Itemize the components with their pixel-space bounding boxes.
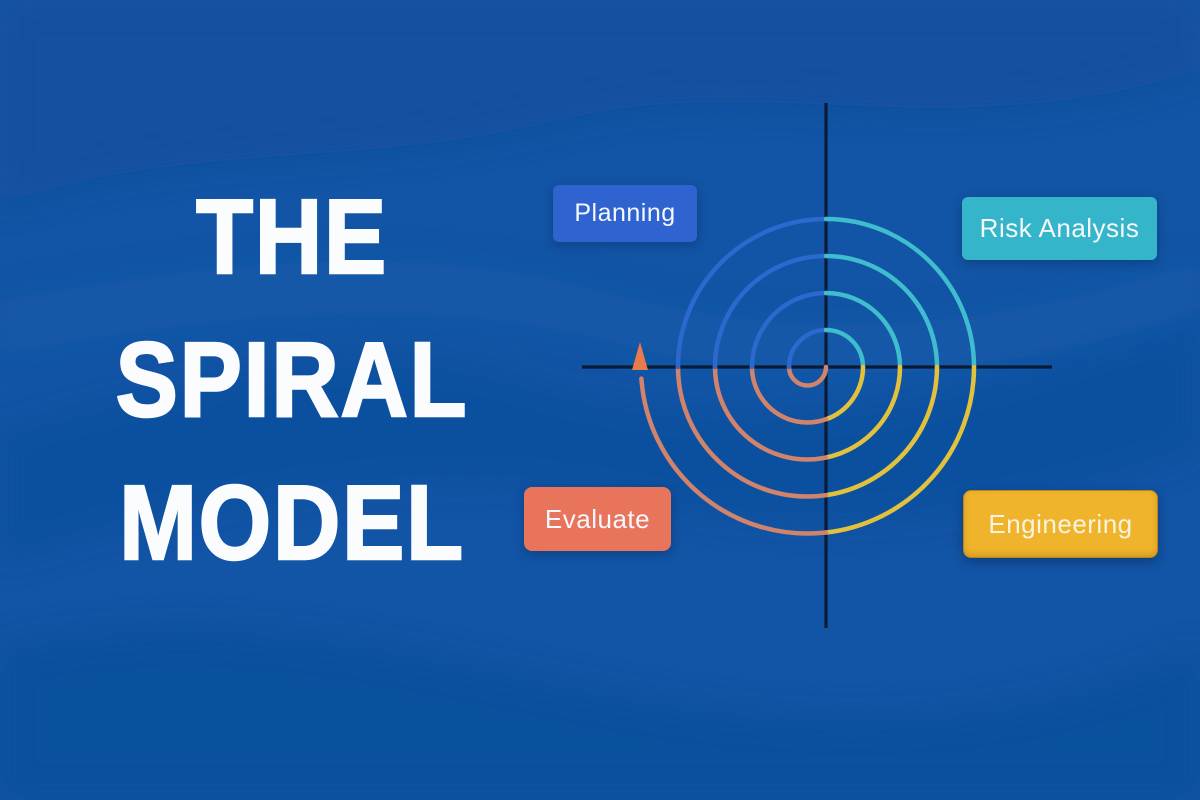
label-engineering-text: Engineering: [988, 508, 1133, 539]
spiral-arc: [749, 364, 829, 425]
wave-middle-light: [0, 260, 1200, 374]
wave-bottom: [0, 630, 1200, 800]
arrow-icon: [632, 342, 648, 370]
title-line-1: THE: [195, 177, 388, 298]
page-title: THE SPIRAL MODEL: [85, 166, 499, 595]
spiral-arc: [823, 364, 940, 498]
title-line-2: SPIRAL: [115, 320, 469, 441]
spiral-arc: [712, 253, 829, 370]
label-engineering: Engineering: [963, 490, 1158, 558]
spiral-arc: [823, 290, 903, 370]
label-risk-analysis: Risk Analysis: [962, 197, 1157, 260]
spiral: [639, 216, 977, 536]
spiral-arc: [749, 290, 829, 370]
wave-top: [0, 0, 1200, 205]
spiral-arc: [823, 364, 977, 535]
spiral-arc: [823, 364, 903, 460]
label-evaluate: Evaluate: [524, 487, 671, 551]
spiral-arc: [675, 364, 829, 499]
wave-diagonal: [0, 325, 1200, 560]
spiral-arc: [823, 364, 866, 422]
spiral-arc: [786, 327, 829, 370]
spiral-arc: [675, 216, 829, 370]
spiral-arc: [823, 253, 940, 370]
title-line-3: MODEL: [118, 463, 465, 584]
spiral-arc: [786, 364, 829, 388]
spiral-arc: [639, 376, 829, 536]
spiral-arc: [823, 216, 977, 370]
label-evaluate-text: Evaluate: [544, 503, 651, 534]
spiral-arc: [712, 364, 829, 462]
label-planning-text: Planning: [574, 199, 676, 227]
label-planning: Planning: [553, 185, 697, 242]
spiral-arc: [823, 327, 866, 370]
label-risk-analysis-text: Risk Analysis: [979, 213, 1140, 243]
